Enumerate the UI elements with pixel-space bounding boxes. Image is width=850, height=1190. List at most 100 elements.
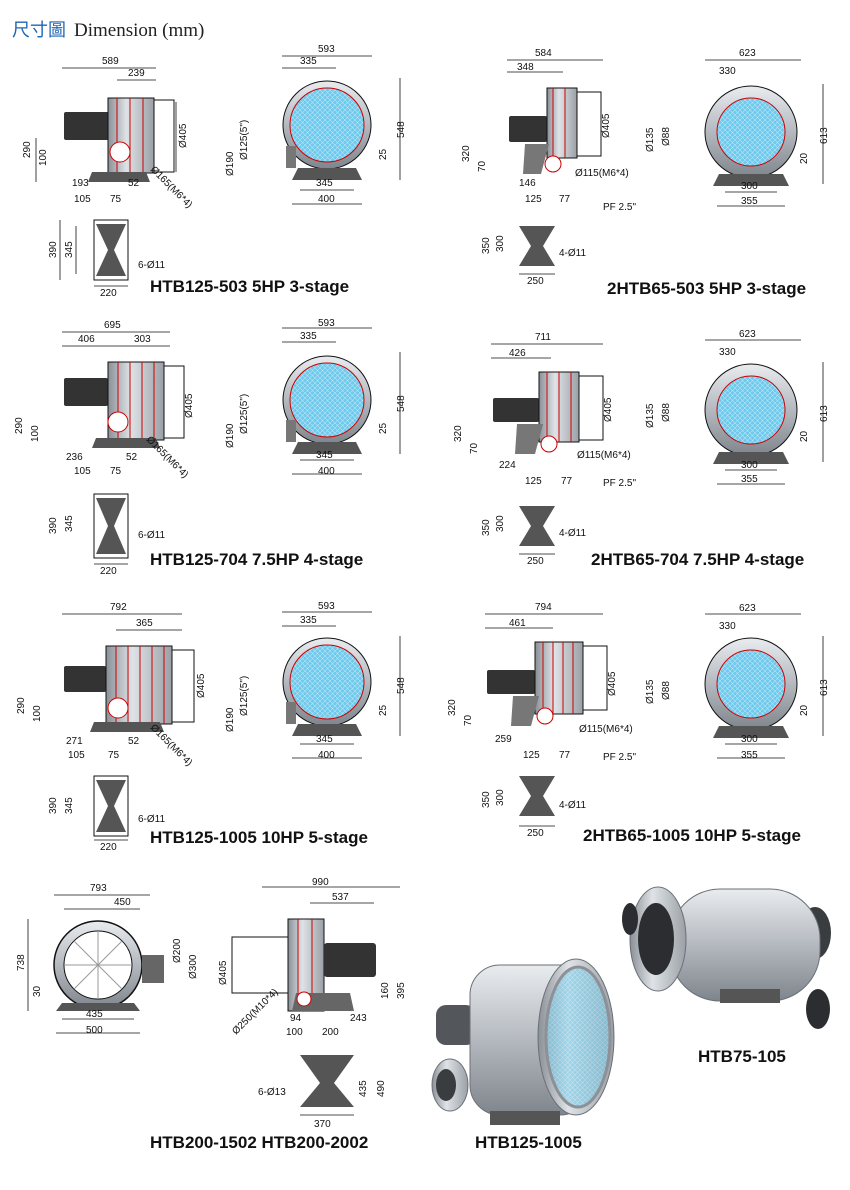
dimension-label: Ø190 — [225, 707, 236, 732]
dimension-label: 461 — [509, 618, 526, 629]
dimension-label: 259 — [495, 734, 512, 745]
model-title: HTB125-1005 10HP 5-stage — [150, 828, 368, 847]
dimension-label: 990 — [312, 877, 329, 888]
dimension-label: 390 — [48, 797, 59, 814]
dimension-label: 300 — [495, 515, 506, 532]
dimension-label: Ø405 — [218, 960, 229, 985]
dimension-label: 345 — [316, 734, 333, 745]
dimension-label: Ø115(M6*4) — [575, 168, 629, 179]
dimension-label: Ø405 — [603, 397, 614, 422]
dimension-label: 303 — [134, 334, 151, 345]
dimension-label: 6-Ø13 — [258, 1087, 286, 1098]
dimension-label: Ø135 — [645, 403, 656, 428]
dimension-label: Ø405 — [607, 671, 618, 696]
model-title: HTB125-704 7.5HP 4-stage — [150, 550, 364, 569]
dimension-label: 4-Ø11 — [559, 800, 586, 811]
dimension-label: Ø405 — [184, 393, 195, 418]
dimension-label: 220 — [100, 842, 117, 853]
dimension-label: 793 — [90, 883, 107, 894]
product-photo-illustrations — [431, 886, 831, 1125]
photo-label-htb75-105: HTB75-105 — [698, 1047, 786, 1066]
dimension-label: 593 — [318, 44, 335, 55]
dimension-label: 711 — [535, 332, 551, 343]
dimension-label: Ø88 — [661, 403, 672, 422]
dimension-label: Ø165(M6*4) — [144, 434, 190, 480]
dimension-label: 290 — [16, 697, 27, 714]
side-view-drawing: 695 406 303 Ø405 290 100 236 52 Ø165(M6*… — [14, 318, 407, 577]
dimension-label: Ø190 — [225, 423, 236, 448]
dimension-label: Ø135 — [645, 679, 656, 704]
dimension-label: 355 — [741, 474, 758, 485]
dimension-label: Ø405 — [178, 123, 189, 148]
dimension-label: 345 — [316, 178, 333, 189]
dimension-label: Ø405 — [601, 113, 612, 138]
dimension-label: 406 — [78, 334, 95, 345]
dimension-label: 335 — [300, 331, 317, 342]
dimension-label: 6-Ø11 — [138, 530, 165, 541]
dimension-label: PF 2.5" — [603, 752, 636, 763]
dimension-label: 345 — [64, 797, 75, 814]
dimension-label: 94 — [290, 1013, 302, 1024]
dimension-label: 355 — [741, 196, 758, 207]
page-title-en: Dimension (mm) — [74, 20, 205, 41]
model-title: 2HTB65-704 7.5HP 4-stage — [591, 550, 805, 569]
dimension-label: 320 — [461, 145, 472, 162]
dimension-label: 330 — [719, 66, 736, 77]
dimension-label: 220 — [100, 566, 117, 577]
dimension-label: 125 — [525, 476, 542, 487]
photo-label-htb125-1005: HTB125-1005 — [475, 1133, 582, 1152]
dimension-label: 335 — [300, 56, 317, 67]
dimension-label: 6-Ø11 — [138, 814, 165, 825]
dimension-label: 490 — [376, 1080, 387, 1097]
dimension-label: 100 — [30, 425, 41, 442]
dimension-label: 271 — [66, 736, 83, 747]
side-view-drawing: 584 348 Ø405 320 70 146 Ø115(M6*4) 125 7… — [461, 48, 830, 287]
drawing-block-htb125-503: 589 239 Ø405 290 100 193 52 Ø165(M6*4) 1… — [0, 40, 425, 305]
dimension-label: 20 — [799, 430, 810, 442]
dimension-label: Ø405 — [196, 673, 207, 698]
dimension-label: 500 — [86, 1025, 103, 1036]
dimension-label: 200 — [322, 1027, 339, 1038]
side-view-drawing: 792 365 Ø405 290 100 271 52 Ø165(M6*4) 1… — [16, 601, 407, 853]
dimension-label: 345 — [64, 515, 75, 532]
dimension-label: 100 — [32, 705, 43, 722]
dimension-label: 105 — [74, 194, 91, 205]
dimension-label: 236 — [66, 452, 83, 463]
dimension-label: 290 — [14, 417, 25, 434]
dimension-label: 20 — [799, 704, 810, 716]
dimension-label: 70 — [469, 442, 480, 454]
drawing-block-htb125-1005: 792 365 Ø405 290 100 271 52 Ø165(M6*4) 1… — [0, 596, 425, 861]
dimension-label: 450 — [114, 897, 131, 908]
dimension-label: 426 — [509, 348, 526, 359]
dimension-label: 548 — [396, 677, 407, 694]
dimension-label: 400 — [318, 466, 335, 477]
dimension-label: 300 — [741, 460, 758, 471]
dimension-label: 300 — [495, 789, 506, 806]
dimension-label: 593 — [318, 318, 335, 329]
model-title: 2HTB65-503 5HP 3-stage — [607, 279, 807, 298]
dimension-label: Ø200 — [172, 938, 183, 963]
page-title-cjk: 尺寸圖 — [12, 20, 66, 41]
dimension-label: 548 — [396, 395, 407, 412]
dimension-label: PF 2.5" — [603, 202, 636, 213]
dimension-label: 105 — [68, 750, 85, 761]
dimension-label: 30 — [32, 985, 43, 997]
dimension-label: 792 — [110, 602, 127, 613]
dimension-label: Ø165(M6*4) — [148, 722, 194, 768]
dimension-label: 75 — [110, 466, 122, 477]
drawing-block-2htb65-704: 711 426 Ø405 320 70 224 Ø115(M6*4) 125 7… — [425, 318, 850, 583]
dimension-label: 224 — [499, 460, 516, 471]
dimension-label: 370 — [314, 1119, 331, 1130]
dimension-label: 290 — [22, 141, 33, 158]
dimension-label: 390 — [48, 241, 59, 258]
dimension-label: Ø125(5") — [239, 394, 250, 434]
dimension-label: 584 — [535, 48, 552, 59]
dimension-label: 623 — [739, 603, 756, 614]
dimension-label: 537 — [332, 892, 349, 903]
dimension-label: 738 — [16, 954, 27, 971]
drawing-block-2htb65-1005: 794 461 Ø405 320 70 259 Ø115(M6*4) 125 7… — [425, 596, 850, 861]
model-title: 2HTB65-1005 10HP 5-stage — [583, 826, 801, 845]
dimension-label: 350 — [481, 791, 492, 808]
dimension-label: 250 — [527, 828, 544, 839]
dimension-label: 125 — [525, 194, 542, 205]
